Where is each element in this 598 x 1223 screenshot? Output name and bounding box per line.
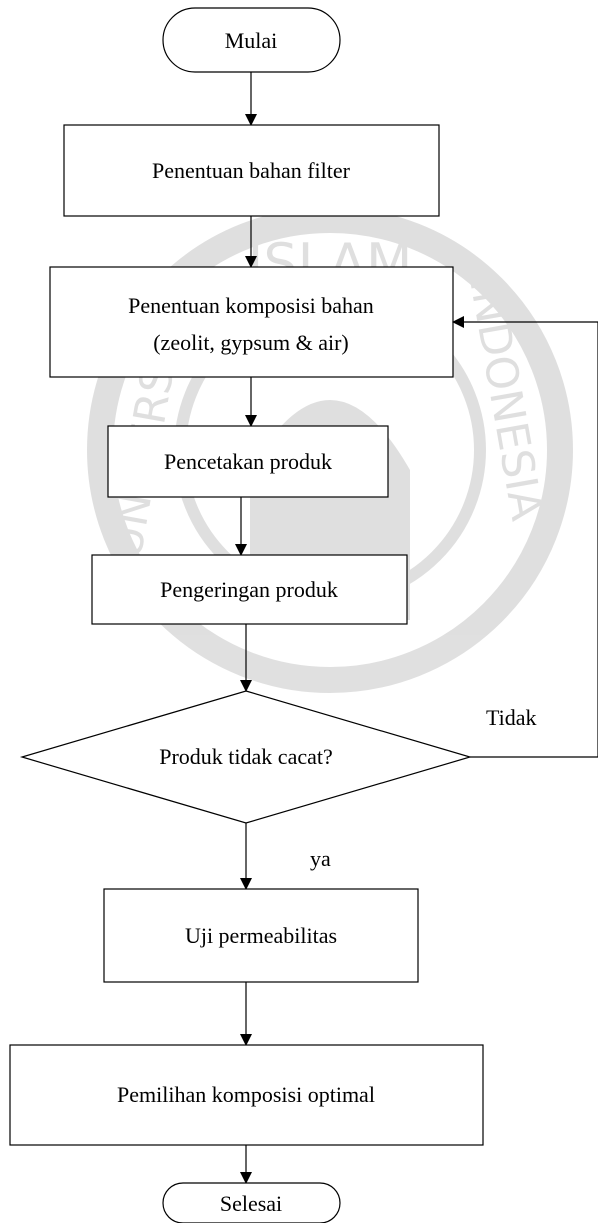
step6-label: Pemilihan komposisi optimal — [117, 1082, 375, 1107]
process-step-pengeringan: Pengeringan produk — [91, 554, 408, 625]
process-step-bahan-filter: Penentuan bahan filter — [63, 124, 440, 217]
decision-label: Produk tidak cacat? — [159, 744, 333, 769]
step4-label: Pengeringan produk — [160, 577, 338, 602]
decision-node: Produk tidak cacat? — [19, 690, 473, 824]
end-label: Selesai — [220, 1191, 282, 1216]
process-step-pencetakan: Pencetakan produk — [107, 425, 389, 498]
process-step-uji: Uji permeabilitas — [103, 888, 419, 983]
step1-label: Penentuan bahan filter — [152, 158, 351, 183]
step5-label: Uji permeabilitas — [185, 923, 337, 948]
end-node: Selesai — [162, 1182, 341, 1223]
process-step-pemilihan: Pemilihan komposisi optimal — [9, 1044, 484, 1146]
start-node: Mulai — [162, 7, 341, 73]
edge-label-ya: ya — [310, 846, 331, 871]
edge-no-loop — [470, 322, 598, 758]
step2-label-line1: Penentuan komposisi bahan — [128, 293, 374, 318]
start-label: Mulai — [225, 28, 278, 53]
step3-label: Pencetakan produk — [164, 449, 332, 474]
process-step-komposisi: Penentuan komposisi bahan (zeolit, gypsu… — [49, 266, 454, 378]
edge-label-tidak: Tidak — [486, 705, 537, 730]
step2-label-line2: (zeolit, gypsum & air) — [153, 330, 349, 355]
